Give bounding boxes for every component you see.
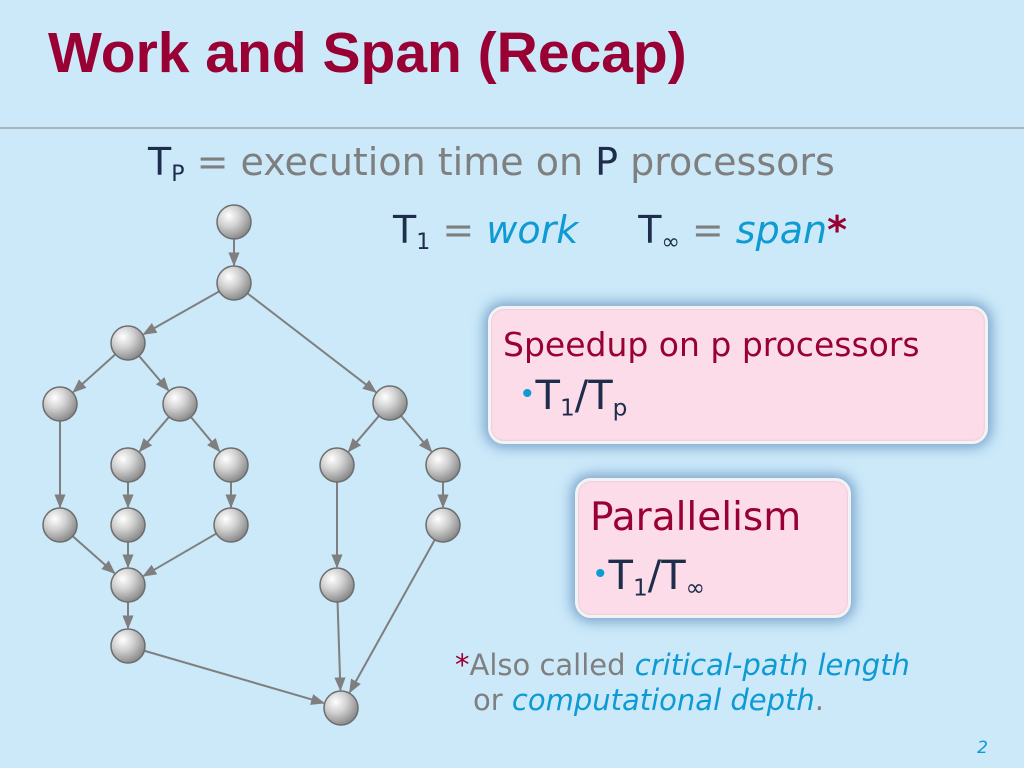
dag-node-15 [319, 567, 355, 603]
dag-edge-19 [334, 601, 346, 692]
parallelism-tinf-symbol: T [661, 553, 686, 599]
dag-node-14 [110, 567, 146, 603]
footnote-text-1: Also called [469, 648, 635, 682]
critical-path-term: critical-path length [634, 648, 910, 682]
speedup-t1-subscript: 1 [559, 394, 575, 422]
footnote-line-1: *Also called critical-path length [455, 648, 910, 683]
tinf-symbol: T [638, 208, 662, 252]
dag-node-9 [425, 447, 461, 483]
t1-symbol: T [393, 208, 417, 252]
parallelism-slash: / [647, 553, 662, 599]
dag-node-17 [323, 690, 359, 726]
tp-symbol: T [148, 140, 172, 184]
speedup-t1-symbol: T [535, 373, 560, 419]
tp-p-symbol: P [595, 140, 619, 184]
page-number: 2 [977, 738, 988, 758]
dag-edge-2 [246, 292, 377, 393]
dag-edge-8 [400, 415, 433, 453]
footnote-period: . [814, 683, 824, 718]
tp-subscript: P [171, 162, 185, 188]
dag-edge-18 [144, 649, 326, 705]
dag-edge-14 [72, 535, 116, 575]
bullet-icon: • [592, 557, 609, 591]
dag-node-0 [216, 204, 252, 240]
dag-node-8 [319, 447, 355, 483]
dag-node-4 [42, 386, 78, 422]
dag-node-2 [110, 325, 146, 361]
speedup-title: Speedup on p processors [503, 325, 920, 364]
span-term: span [735, 208, 828, 252]
tp-text: execution time on [240, 140, 596, 184]
computational-depth-term: computational depth [511, 683, 815, 718]
tp-equals: = [184, 140, 241, 184]
dag-edge-20 [348, 539, 436, 694]
speedup-tp-symbol: T [588, 373, 613, 419]
bullet-icon: • [519, 377, 536, 411]
tinf-equals: = [679, 208, 736, 252]
speedup-box: Speedup on p processors •T1/Tp [488, 306, 988, 444]
dag-node-7 [213, 447, 249, 483]
t1-subscript: 1 [416, 230, 431, 256]
dag-edge-16 [142, 532, 217, 577]
parallelism-t1-subscript: 1 [632, 574, 648, 602]
footnote-asterisk: * [455, 648, 470, 682]
title-divider [0, 127, 1024, 129]
dag-edge-1 [142, 290, 220, 336]
parallelism-formula: •T1/T∞ [592, 553, 705, 601]
t1-equals: = [430, 208, 487, 252]
parallelism-t1-symbol: T [608, 553, 633, 599]
tinf-subscript: ∞ [661, 230, 680, 256]
parallelism-tinf-subscript: ∞ [685, 574, 705, 602]
parallelism-title: Parallelism [590, 495, 802, 540]
footnote: *Also called critical-path length or com… [455, 648, 910, 719]
speedup-tp-subscript: p [612, 394, 628, 422]
dag-node-10 [42, 507, 78, 543]
dag-node-13 [425, 507, 461, 543]
dag-edge-7 [347, 415, 380, 453]
dag-node-1 [216, 265, 252, 301]
footnote-text-2: or [473, 683, 512, 718]
tp-tail: processors [618, 140, 835, 184]
footnote-line-2: or computational depth. [455, 683, 910, 718]
speedup-slash: / [574, 373, 589, 419]
slide-title: Work and Span (Recap) [48, 21, 687, 85]
dag-node-12 [213, 507, 249, 543]
dag-edge-4 [138, 355, 170, 392]
span-asterisk: * [827, 208, 847, 252]
tp-definition: TP = execution time on P processors [148, 140, 835, 187]
dag-node-3 [372, 385, 408, 421]
work-term: work [486, 208, 579, 252]
dag-edge-3 [72, 353, 117, 393]
dag-node-11 [110, 507, 146, 543]
parallelism-box: Parallelism •T1/T∞ [575, 478, 851, 618]
dag-edge-6 [190, 416, 221, 453]
dag-node-16 [110, 628, 146, 664]
dag-node-6 [110, 447, 146, 483]
dag-node-5 [162, 386, 198, 422]
speedup-formula: •T1/Tp [519, 373, 627, 421]
dag-edge-5 [138, 416, 170, 453]
